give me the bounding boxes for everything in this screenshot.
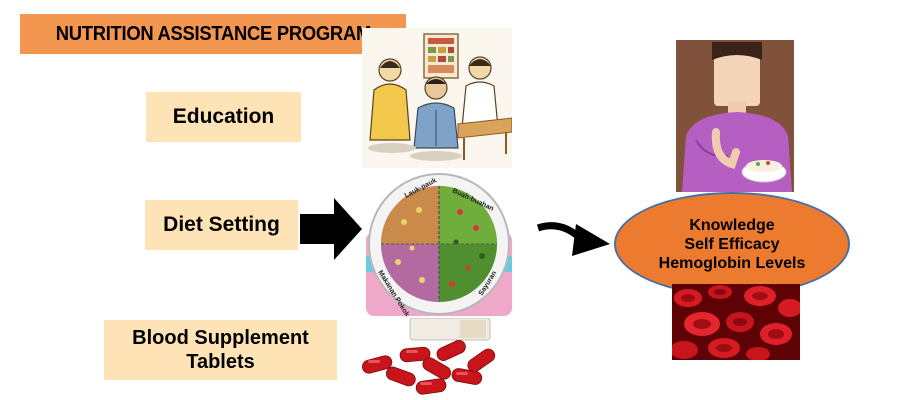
blood-supplement-label: Blood Supplement Tablets xyxy=(104,320,337,380)
woman-eating-illustration xyxy=(676,40,794,192)
outcome-self-efficacy: Self Efficacy xyxy=(684,235,780,253)
diet-setting-text: Diet Setting xyxy=(163,213,280,236)
outcome-oval: Knowledge Self Efficacy Hemoglobin Level… xyxy=(614,192,850,296)
education-illustration xyxy=(362,28,512,168)
education-text: Education xyxy=(172,105,275,128)
blood-supplement-text-line1: Blood Supplement xyxy=(132,327,309,349)
program-title-box: NUTRITION ASSISTANCE PROGRAM xyxy=(20,14,406,54)
program-title: NUTRITION ASSISTANCE PROGRAM xyxy=(55,22,371,45)
red-blood-cells-illustration xyxy=(672,284,800,360)
input-arrow-icon xyxy=(300,198,362,260)
supplement-tablets-illustration xyxy=(356,318,516,400)
diet-setting-label: Diet Setting xyxy=(145,200,298,250)
healthy-plate-illustration: Lauk-pauk Buah-buahan Makanan Pokok Sayu… xyxy=(364,172,514,318)
outcome-hemoglobin: Hemoglobin Levels xyxy=(658,254,806,272)
outcome-knowledge: Knowledge xyxy=(689,216,775,234)
blood-supplement-text-line2: Tablets xyxy=(186,351,255,373)
education-label: Education xyxy=(146,92,301,142)
outcome-arrow-icon xyxy=(536,222,610,256)
